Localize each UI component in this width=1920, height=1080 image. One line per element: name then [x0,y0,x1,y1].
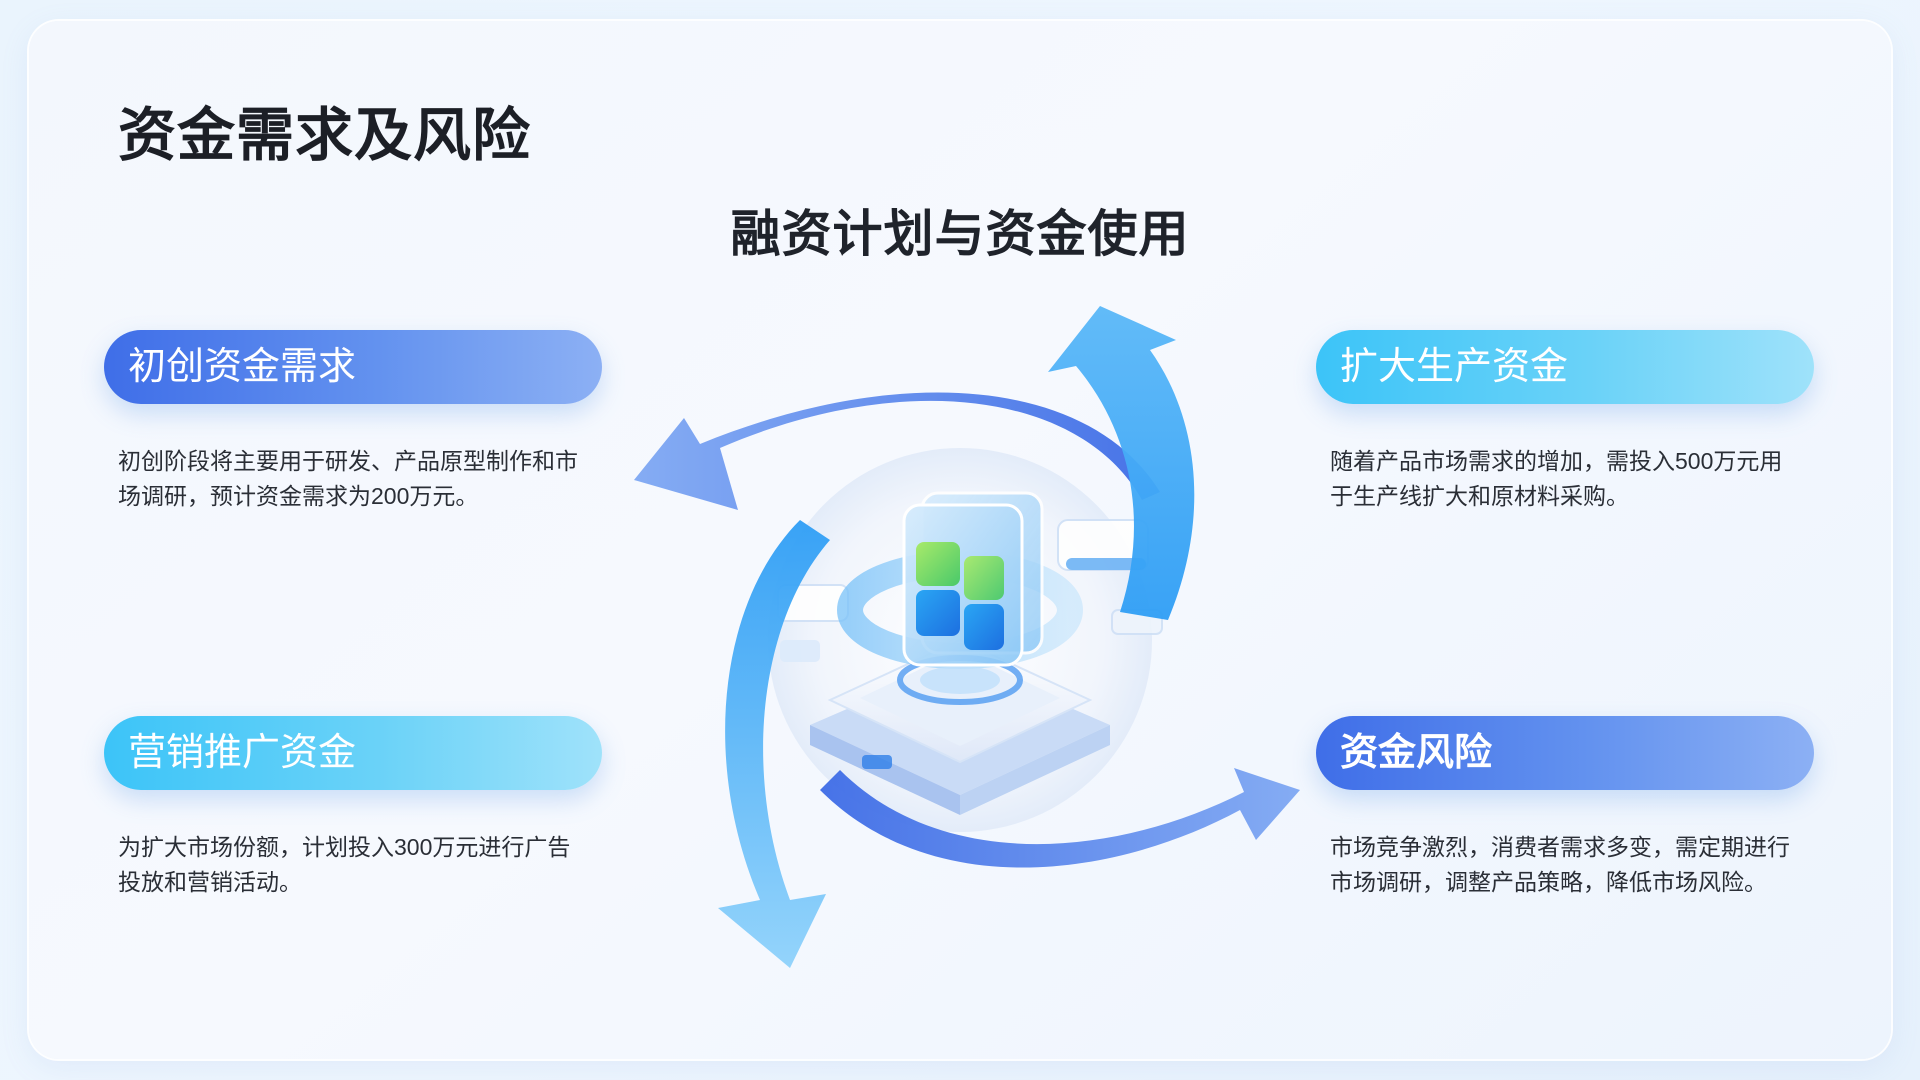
startup-funding-text: 初创阶段将主要用于研发、产品原型制作和市场调研，预计资金需求为200万元。 [118,448,578,509]
expand-production-text: 随着产品市场需求的增加，需投入500万元用于生产线扩大和原材料采购。 [1330,448,1783,509]
page-title: 资金需求及风险 [118,103,532,168]
expand-production-heading: 扩大生产资金 [1316,330,1814,404]
marketing-funding-heading: 营销推广资金 [104,716,602,790]
funding-risk-text: 市场竞争激烈，消费者需求多变，需定期进行市场调研，调整产品策略，降低市场风险。 [1330,834,1790,895]
marketing-funding-text: 为扩大市场份额，计划投入300万元进行广告投放和营销活动。 [118,834,571,895]
section-subtitle: 融资计划与资金使用 [730,206,1190,262]
slide-card [29,21,1891,1059]
funding-risk-heading: 资金风险 [1316,716,1814,790]
startup-funding-heading: 初创资金需求 [104,330,602,404]
